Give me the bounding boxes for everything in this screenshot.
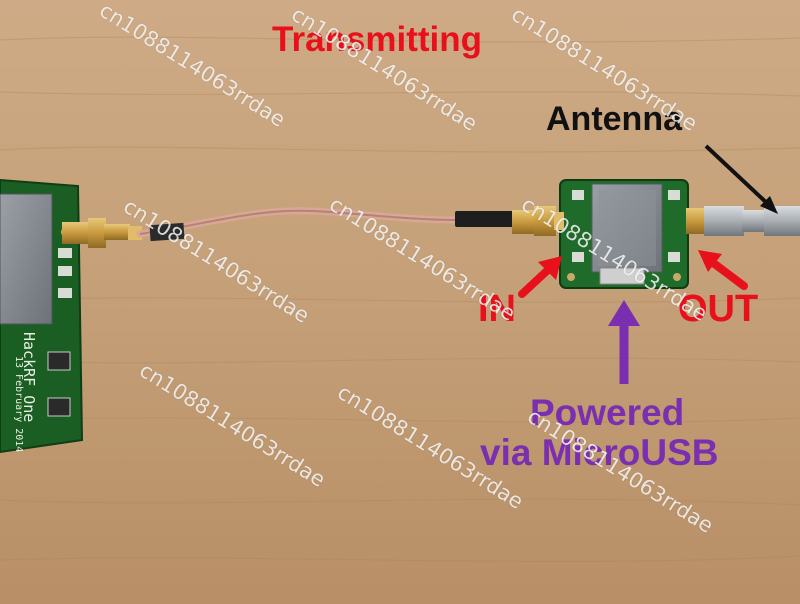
antenna-label: Antenna: [546, 100, 682, 138]
hackrf-date-text: 13 February 2014: [13, 356, 24, 453]
title-transmitting: Transmitting: [272, 20, 483, 59]
in-label: IN: [478, 288, 516, 330]
antenna-arrow: [704, 144, 778, 214]
amp-input-connector: [512, 206, 564, 236]
wood-grain: [0, 36, 800, 563]
hackrf-sma-connector: [62, 218, 142, 248]
in-arrow: [518, 256, 562, 298]
out-label: OUT: [678, 288, 759, 330]
power-arrow: [608, 300, 640, 384]
hackrf-shield: [0, 193, 53, 325]
powered-label-line2: via MicroUSB: [480, 432, 719, 473]
amp-output-connector: [686, 206, 800, 236]
amplifier-module: [559, 179, 689, 289]
powered-label-line1: Powered: [530, 392, 685, 433]
hackrf-board: [0, 178, 84, 454]
hackrf-button-1: [47, 351, 71, 371]
hackrf-button-2: [47, 397, 71, 417]
out-arrow: [698, 250, 748, 290]
